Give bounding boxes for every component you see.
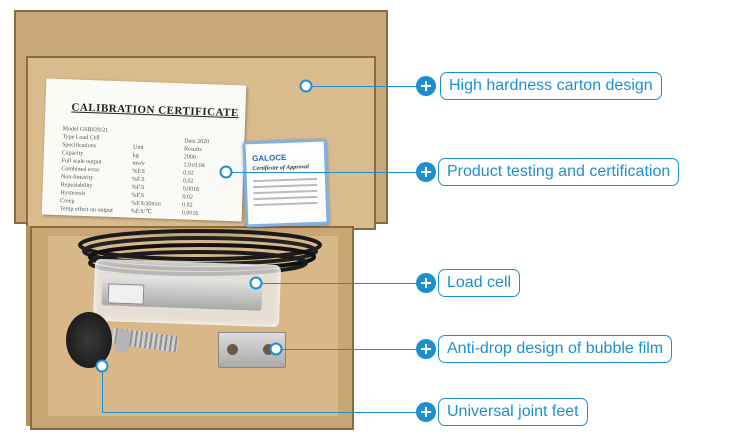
- carton-leader-line: [306, 86, 426, 87]
- bracket-hole: [227, 344, 238, 355]
- certificate-title: CALIBRATION CERTIFICATE: [71, 101, 240, 120]
- joint-feet-leader-vertical: [102, 366, 103, 412]
- callout-load-cell-label: Load cell: [438, 269, 521, 297]
- bubble-film-marker-dot: [269, 342, 283, 356]
- plus-icon[interactable]: [416, 402, 436, 422]
- callout-certification-label: Product testing and certification: [438, 158, 680, 186]
- certificate-cell: Temp effect on output: [59, 206, 113, 214]
- rubber-foot: [66, 312, 112, 368]
- callout-bubble-film-label: Anti-drop design of bubble film: [438, 335, 673, 363]
- joint-feet-leader-line: [102, 412, 426, 413]
- approval-card-title: Certificate of Approval: [252, 164, 310, 173]
- carton-marker-dot: [299, 79, 313, 93]
- callout-carton-label: High hardness carton design: [440, 72, 662, 100]
- certification-marker-dot: [219, 165, 233, 179]
- brand-logo: GALOCE: [251, 152, 287, 164]
- callout-joint-feet-label: Universal joint feet: [438, 398, 588, 426]
- load-cell-marker-dot: [249, 276, 263, 290]
- plus-icon[interactable]: [416, 162, 436, 182]
- plus-icon[interactable]: [416, 273, 436, 293]
- certification-leader-line: [226, 172, 426, 173]
- plus-icon[interactable]: [416, 339, 436, 359]
- plus-icon[interactable]: [416, 76, 436, 96]
- bubble-film-leader-line: [276, 349, 426, 350]
- load-cell-leader-line: [256, 283, 426, 284]
- joint-feet-marker-dot: [95, 359, 109, 373]
- load-cell-label: [107, 283, 145, 305]
- bracket-hole: [263, 344, 274, 355]
- approval-card-text: [252, 174, 318, 210]
